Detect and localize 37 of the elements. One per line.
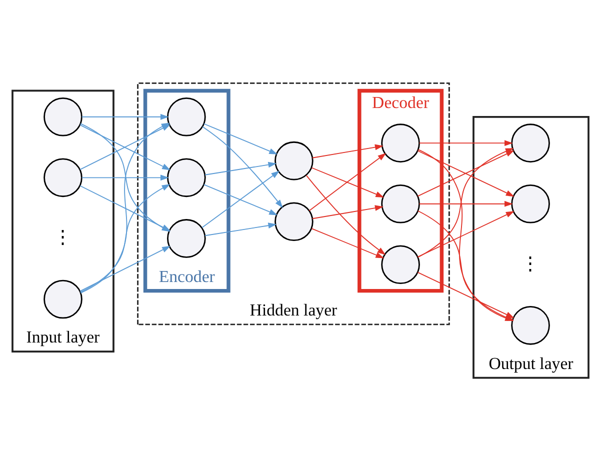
node-circle [167, 219, 206, 258]
arrow [308, 153, 386, 212]
arrow [203, 184, 278, 216]
cluster: Decoder [358, 88, 444, 293]
node-circle [511, 124, 550, 162]
node-circle [44, 280, 82, 319]
arrow [312, 205, 384, 220]
arrow [417, 211, 514, 258]
arrow [312, 144, 384, 158]
node-circle [274, 141, 314, 180]
cluster: Encoder [143, 88, 230, 293]
arrow [202, 170, 280, 228]
arrow [418, 140, 513, 146]
arrow [417, 150, 514, 197]
arrow [204, 222, 277, 236]
node-circle [511, 306, 550, 345]
label: ⋮ [53, 226, 72, 248]
arrow [202, 126, 283, 208]
arrow [311, 167, 384, 198]
node-circle [511, 184, 550, 224]
arrow [306, 174, 386, 255]
arrow [81, 114, 169, 120]
arrow [81, 174, 169, 181]
node-circle [44, 97, 82, 136]
node-circle [381, 184, 420, 224]
node-circle [44, 158, 82, 198]
arrow [204, 162, 277, 176]
node-circle [381, 124, 420, 162]
node-circle [381, 245, 420, 284]
arrow [203, 123, 278, 154]
node-circle [167, 158, 206, 198]
label: ⋮ [521, 252, 540, 274]
node-circle [167, 97, 206, 136]
arrow [311, 228, 384, 258]
arrow [80, 246, 171, 292]
node-circle [274, 202, 314, 242]
arrow [418, 200, 513, 207]
